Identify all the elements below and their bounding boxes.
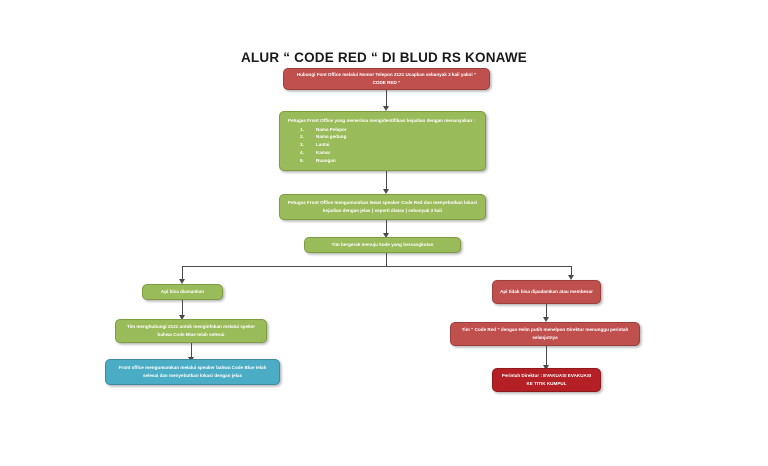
arrowhead-left-branch (179, 279, 185, 284)
flow-node-identifikasi-list: Nama Pelapor Nama gedung Lantai Kamar Ru… (288, 126, 477, 165)
flow-node-perintah-direktur-evakuasi[interactable]: Perintah Direktur : EVAKUASI EVAKUASI KE… (492, 368, 601, 392)
flow-node-api-tidak-bisa-dipadamkan[interactable]: Api tidak bisa dipadamkan atau membesar (492, 280, 601, 304)
flow-node-api-bisa-diamankan[interactable]: Api bisa diamankan (142, 284, 223, 300)
connector-n3-n4 (386, 220, 387, 234)
flow-node-tim-menghubungi-2121[interactable]: Tim menghubungi 2121 untuk menginfokan m… (115, 319, 267, 343)
flow-node-pengumuman-speaker[interactable]: Petugas Front Office mengumumkan lewat s… (279, 194, 486, 220)
page-title: ALUR “ CODE RED “ DI BLUD RS KONAWE (240, 50, 527, 65)
arrowhead-n3-n4 (383, 233, 389, 238)
connector-n5a-n6a (182, 300, 183, 316)
list-item: Ruangan (300, 157, 336, 165)
arrowhead-n5b-n6b (543, 317, 549, 322)
flow-node-hubungi-front-office[interactable]: Hubungi Font Office melalui Nomor Telepo… (283, 68, 490, 90)
arrowhead-right-branch (568, 275, 574, 280)
connector-n1-n2 (386, 90, 387, 107)
list-item: Kamar (300, 149, 331, 157)
flow-node-identifikasi-kejadian[interactable]: Petugas Front Office yang menerima mengi… (279, 111, 486, 171)
connector-split-left-drop (182, 266, 183, 280)
list-item: Nama Pelapor (300, 126, 347, 134)
list-item: Nama gedung (300, 133, 347, 141)
arrowhead-n6b-n7b (543, 365, 549, 370)
arrowhead-n5a-n6a (179, 315, 185, 320)
connector-split-right-drop (571, 266, 572, 276)
connector-n5b-n6b (546, 304, 547, 318)
arrowhead-n2-n3 (383, 189, 389, 194)
connector-n6a-n7a (191, 343, 192, 358)
connector-n6b-n7b (546, 346, 547, 366)
connector-split-bar (182, 266, 571, 267)
flow-node-tim-bergerak[interactable]: Tim bergerak menuju kode yang bersangkut… (304, 237, 461, 253)
list-item: Lantai (300, 141, 330, 149)
connector-split-stem (386, 253, 387, 266)
flow-node-front-office-selesai[interactable]: Front office mengumumkan melalui speaker… (105, 359, 280, 385)
flow-node-tim-code-red-helm-putih[interactable]: Tim “ Code Red ” dengan Helm putih menel… (450, 322, 640, 346)
arrowhead-n1-n2 (383, 106, 389, 111)
connector-n2-n3 (386, 171, 387, 190)
flow-node-identifikasi-lead: Petugas Front Office yang menerima mengi… (288, 118, 475, 123)
